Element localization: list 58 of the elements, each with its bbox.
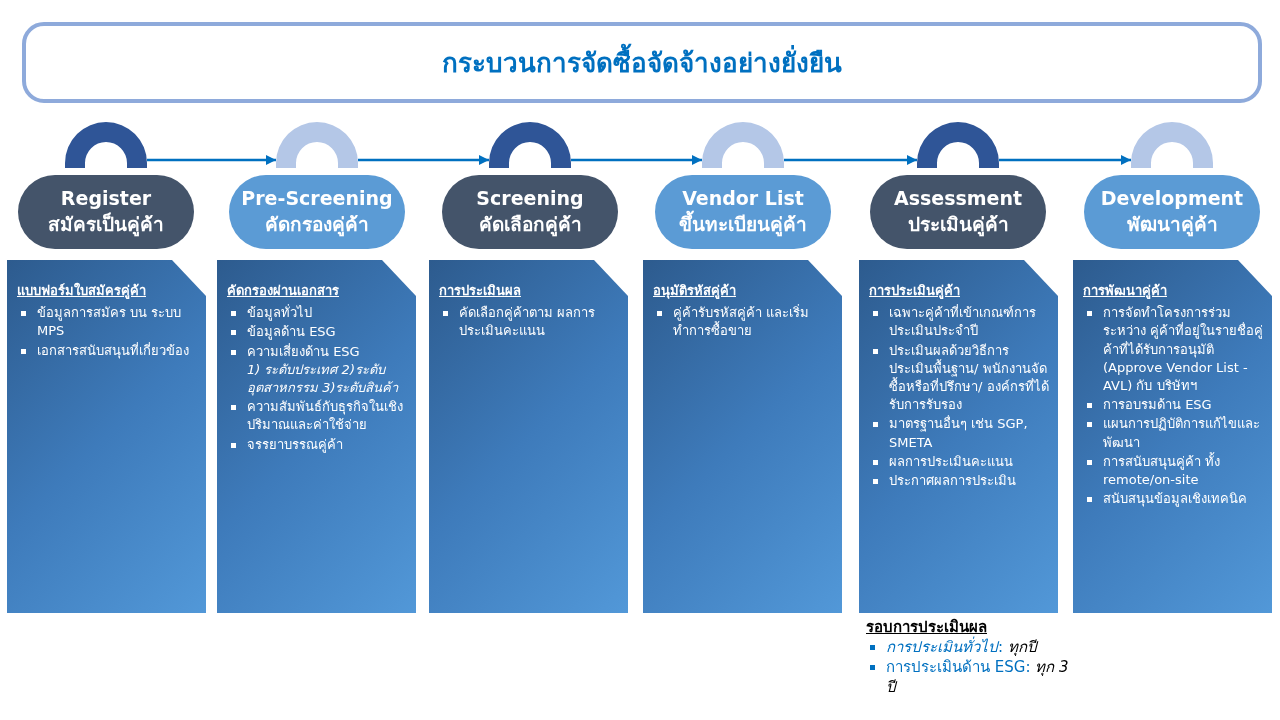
arch-shape [702, 122, 784, 168]
bullet-item: ความสัมพันธ์กับธุรกิจในเชิงปริมาณและค่าใช้จ่าย [227, 398, 408, 435]
step-title: Pre-Screening [241, 186, 393, 212]
bullet-item: ข้อมูลทั่วไป [227, 304, 408, 323]
step-subtitle: พัฒนาคู่ค้า [1126, 212, 1218, 238]
arrow [358, 155, 489, 165]
card-heading: การพัฒนาคู่ค้า [1083, 282, 1167, 301]
bullet-item: แผนการปฏิบัติการแก้ไขและพัฒนา [1083, 415, 1264, 452]
title-banner: กระบวนการจัดซื้อจัดจ้างอย่างยั่งยืน [22, 22, 1262, 103]
arch-shape [276, 122, 358, 168]
arch-shape [917, 122, 999, 168]
bullet-item: ประกาศผลการประเมิน [869, 471, 1050, 491]
bullet-item: ความเสี่ยงด้าน ESG 1) ระดับประเทศ 2)ระดับอุตสาหกรรม 3)ระดับสินค้า [227, 342, 408, 398]
arch-shape [65, 122, 147, 168]
card-heading: การประเมินผล [439, 282, 521, 300]
step-subtitle: ขึ้นทะเบียนคู่ค้า [679, 212, 807, 238]
card-heading: อนุมัติรหัสคู่ค้า [653, 282, 736, 301]
bullet-item: จรรยาบรรณคู่ค้า [227, 435, 408, 454]
bullet-item: ประเมินผลด้วยวิธีการประเมินพื้นฐาน/ พนักงานจัดซื้อหรือที่ปรึกษา/ องค์กรที่ได้รับการรับรอง [869, 341, 1050, 415]
note-item: การประเมินด้าน ESG: ทุก 3 ปี [866, 658, 1076, 697]
arrow [999, 155, 1131, 165]
bullet-item: การสนับสนุนคู่ค้า ทั้ง remote/on-site [1083, 452, 1264, 490]
step-title: Development [1100, 186, 1244, 212]
bullet-item: การจัดทำโครงการร่วมระหว่าง คู่ค้าที่อยู่ในรายชื่อคู่ค้าที่ได้รับการอนุมัติ (Approve Vendor List - AVL) กับ บริษัทฯ [1083, 304, 1264, 396]
bullet-item: ผลการประเมินคะแนน [869, 452, 1050, 471]
step-subtitle: คัดกรองคู่ค้า [265, 212, 369, 238]
step-subtitle: สมัครเป็นคู่ค้า [48, 212, 164, 238]
arch-shape [489, 122, 571, 168]
note-heading: รอบการประเมินผล [866, 618, 987, 636]
bullet-item: เอกสารสนับสนุนที่เกี่ยวข้อง [17, 341, 198, 360]
bullet-item: คู่ค้ารับรหัสคู่ค้า และเริ่มทำการซื้อขาย [653, 304, 834, 341]
bullet-item: สนับสนุนข้อมูลเชิงเทคนิค [1083, 490, 1264, 509]
note-item: การประเมินทั่วไป: ทุกปี [866, 637, 1076, 657]
step-title: Register [60, 186, 152, 212]
arrow [784, 155, 917, 165]
info-card [217, 260, 416, 613]
card-heading: คัดกรองผ่านเอกสาร [227, 282, 339, 300]
bullet-item: การอบรมด้าน ESG [1083, 396, 1264, 415]
arrow [147, 155, 276, 165]
step-subtitle: คัดเลือกคู่ค้า [478, 212, 582, 238]
step-subtitle: ประเมินคู่ค้า [907, 212, 1009, 238]
bullet-item: ข้อมูลการสมัคร บน ระบบ MPS [17, 304, 198, 341]
info-card [859, 260, 1058, 613]
card-heading: การประเมินคู่ค้า [869, 282, 960, 301]
info-card [643, 260, 842, 613]
step-title: Assessment [893, 186, 1023, 212]
bullet-item: มาตรฐานอื่นๆ เช่น SGP, SMETA [869, 415, 1050, 452]
bullet-item: คัดเลือกคู่ค้าตาม ผลการประเมินคะแนน [439, 304, 620, 341]
info-card [429, 260, 628, 613]
bullet-item: เฉพาะคู่ค้าที่เข้าเกณฑ์การประเมินประจำปี [869, 304, 1050, 341]
bullet-item: ข้อมูลด้าน ESG [227, 323, 408, 342]
step-title: Screening [476, 186, 584, 212]
arch-shape [1131, 122, 1213, 168]
info-card [1073, 260, 1272, 613]
card-heading: แบบฟอร์มใบสมัครคู่ค้า [17, 282, 146, 301]
arrow [571, 155, 702, 165]
step-title: Vendor List [682, 186, 804, 210]
info-card [7, 260, 206, 613]
